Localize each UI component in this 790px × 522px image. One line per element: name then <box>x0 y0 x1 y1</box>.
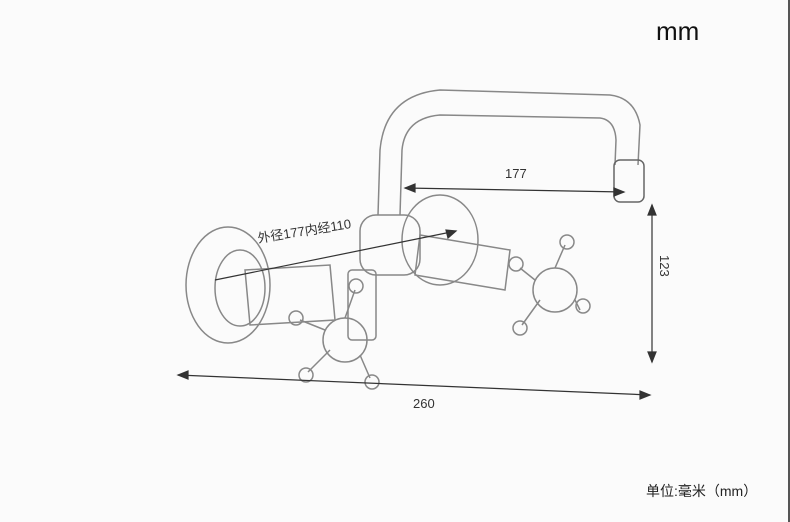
arrowhead <box>176 370 189 380</box>
arrowhead <box>647 351 657 364</box>
arrowhead <box>403 183 416 193</box>
overall-width-label: 260 <box>413 396 435 411</box>
right-arm <box>414 234 511 291</box>
arrowhead <box>647 203 657 216</box>
left-flange <box>185 226 271 344</box>
arrowhead <box>639 390 652 400</box>
dim-line-260 <box>177 374 651 396</box>
right-flange <box>401 194 479 286</box>
dim-line-diameter <box>214 230 457 281</box>
spout-tip <box>613 159 645 203</box>
spout-reach-label: 177 <box>505 166 527 181</box>
left-flange-inner <box>214 249 266 327</box>
right-handle <box>508 234 591 336</box>
unit-title: mm <box>656 16 700 46</box>
arrowhead <box>445 229 458 240</box>
left-handle <box>288 278 380 390</box>
arrowhead <box>613 187 626 197</box>
spout <box>377 89 641 216</box>
body <box>359 214 421 276</box>
spout-height-label: 123 <box>657 255 672 277</box>
body-stem <box>347 269 377 341</box>
dim-line-177 <box>404 187 625 193</box>
footer-unit-note: 单位:毫米（mm） <box>646 483 758 499</box>
